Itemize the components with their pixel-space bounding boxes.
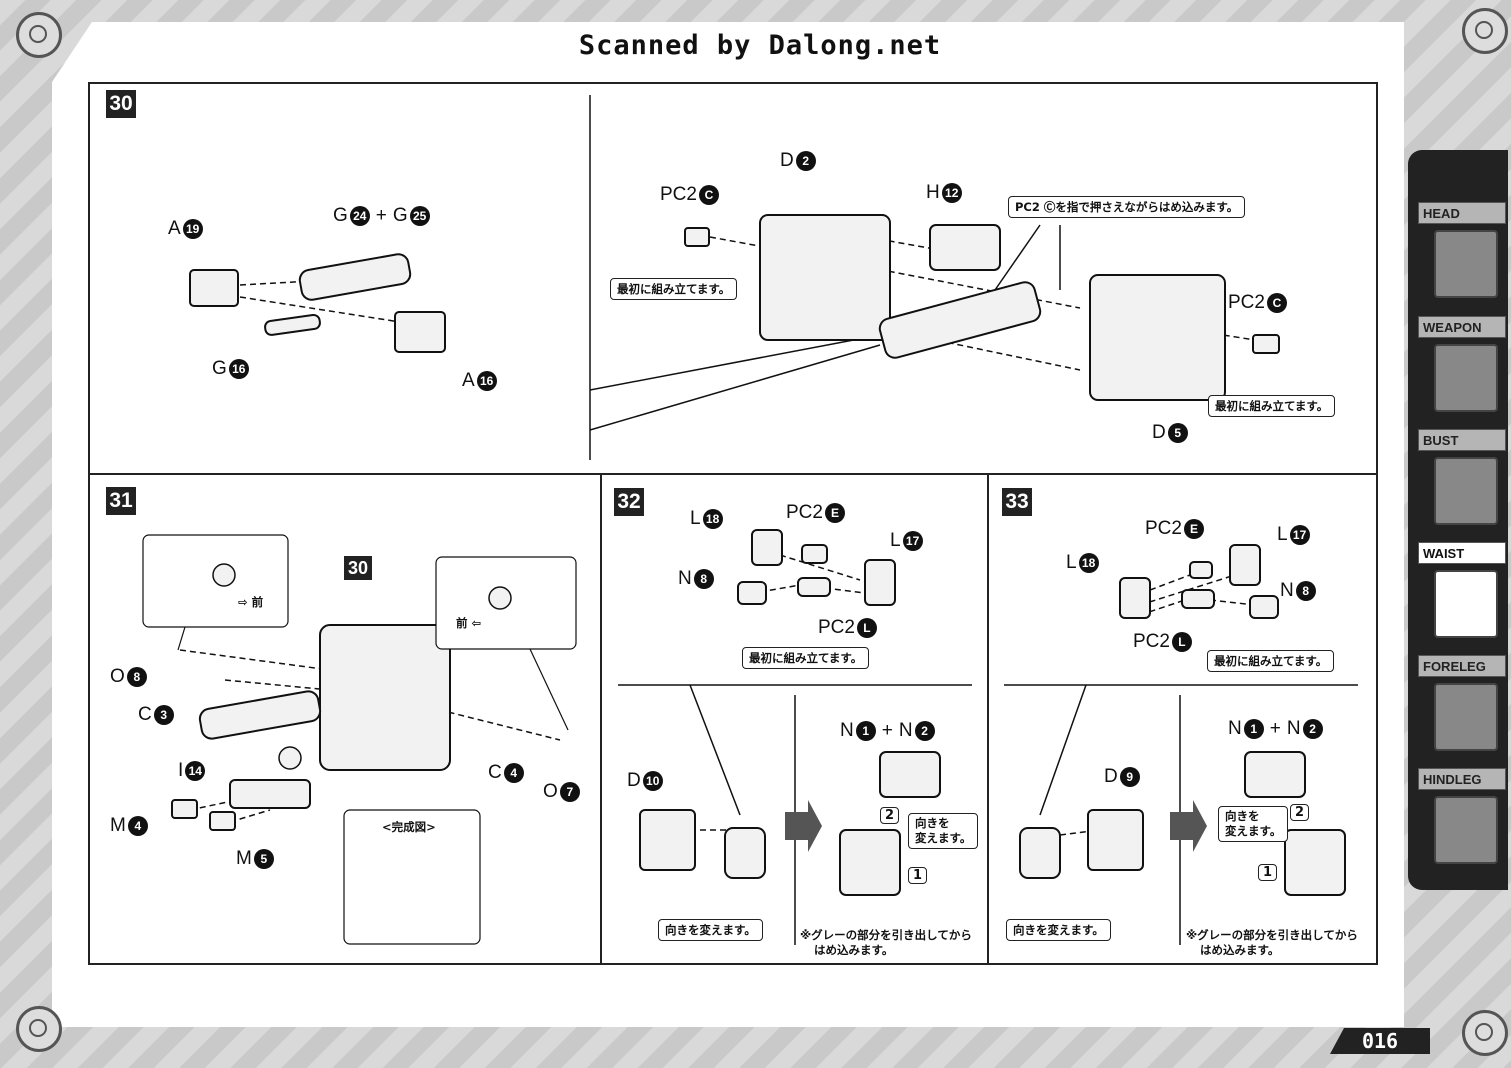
note-pull-gray-part: ※グレーの部分を引き出してからはめ込みます。	[800, 928, 972, 957]
step-33-badge: 33	[1002, 488, 1032, 516]
note-assemble-first: 最初に組み立てます。	[1207, 650, 1335, 672]
front-direction-label: 前 ⇦	[456, 616, 482, 630]
corner-emblem-icon	[1462, 1010, 1508, 1056]
step-number-2: 2	[880, 807, 900, 824]
front-direction-label: ⇨ 前	[238, 595, 264, 609]
note-assemble-first: 最初に組み立てます。	[742, 647, 870, 669]
note-assemble-first: 最初に組み立てます。	[610, 278, 738, 300]
page-number: 016	[1330, 1028, 1430, 1054]
note-change-direction: 向きを変えます。	[1006, 919, 1111, 941]
corner-emblem-icon	[16, 12, 62, 58]
page-title: Scanned by Dalong.net	[578, 30, 942, 61]
step-31-badge: 31	[106, 487, 136, 515]
corner-emblem-icon	[1462, 8, 1508, 54]
tab-weapon[interactable]: WEAPON	[1418, 316, 1506, 412]
corner-emblem-icon	[16, 1006, 62, 1052]
step-number-1: 1	[1258, 864, 1278, 881]
note-change-direction: 向きを変えます。	[908, 813, 979, 849]
bust-thumbnail-icon	[1434, 457, 1498, 525]
tab-foreleg[interactable]: FORELEG	[1418, 655, 1506, 751]
tab-head[interactable]: HEAD	[1418, 202, 1506, 298]
tab-hindleg[interactable]: HINDLEG	[1418, 768, 1506, 864]
step-30-badge: 30	[106, 90, 136, 118]
tab-waist[interactable]: WAIST	[1418, 542, 1506, 638]
head-thumbnail-icon	[1434, 230, 1498, 298]
step-number-1: 1	[908, 867, 928, 884]
note-change-direction: 向きを変えます。	[658, 919, 763, 941]
note-press-while-fitting: PC2 Ⓒを指で押さえながらはめ込みます。	[1008, 196, 1246, 218]
waist-thumbnail-icon	[1434, 570, 1498, 638]
tab-bust[interactable]: BUST	[1418, 429, 1506, 525]
foreleg-thumbnail-icon	[1434, 683, 1498, 751]
weapon-thumbnail-icon	[1434, 344, 1498, 412]
note-assemble-first: 最初に組み立てます。	[1208, 395, 1336, 417]
completed-view-label: <完成図>	[382, 820, 436, 834]
step-32-badge: 32	[614, 488, 644, 516]
note-change-direction: 向きを変えます。	[1218, 806, 1289, 842]
note-pull-gray-part: ※グレーの部分を引き出してからはめ込みます。	[1186, 928, 1358, 957]
hindleg-thumbnail-icon	[1434, 796, 1498, 864]
reference-step-badge: 30	[344, 556, 372, 580]
step-number-2: 2	[1290, 804, 1310, 821]
